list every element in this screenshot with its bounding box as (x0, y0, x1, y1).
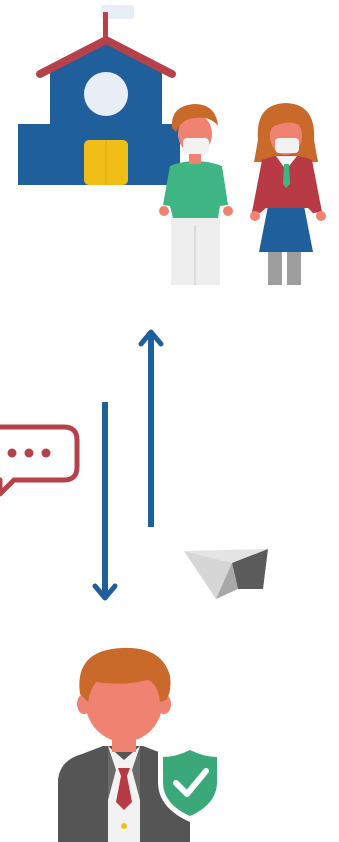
teacher-icon (58, 648, 190, 842)
paper-plane-icon (184, 549, 268, 599)
school-building-icon (18, 5, 180, 185)
student-girl-icon (250, 103, 326, 285)
chat-bubble-icon (0, 427, 77, 494)
arrow-down-icon (95, 402, 115, 598)
arrow-up-icon (141, 332, 161, 527)
